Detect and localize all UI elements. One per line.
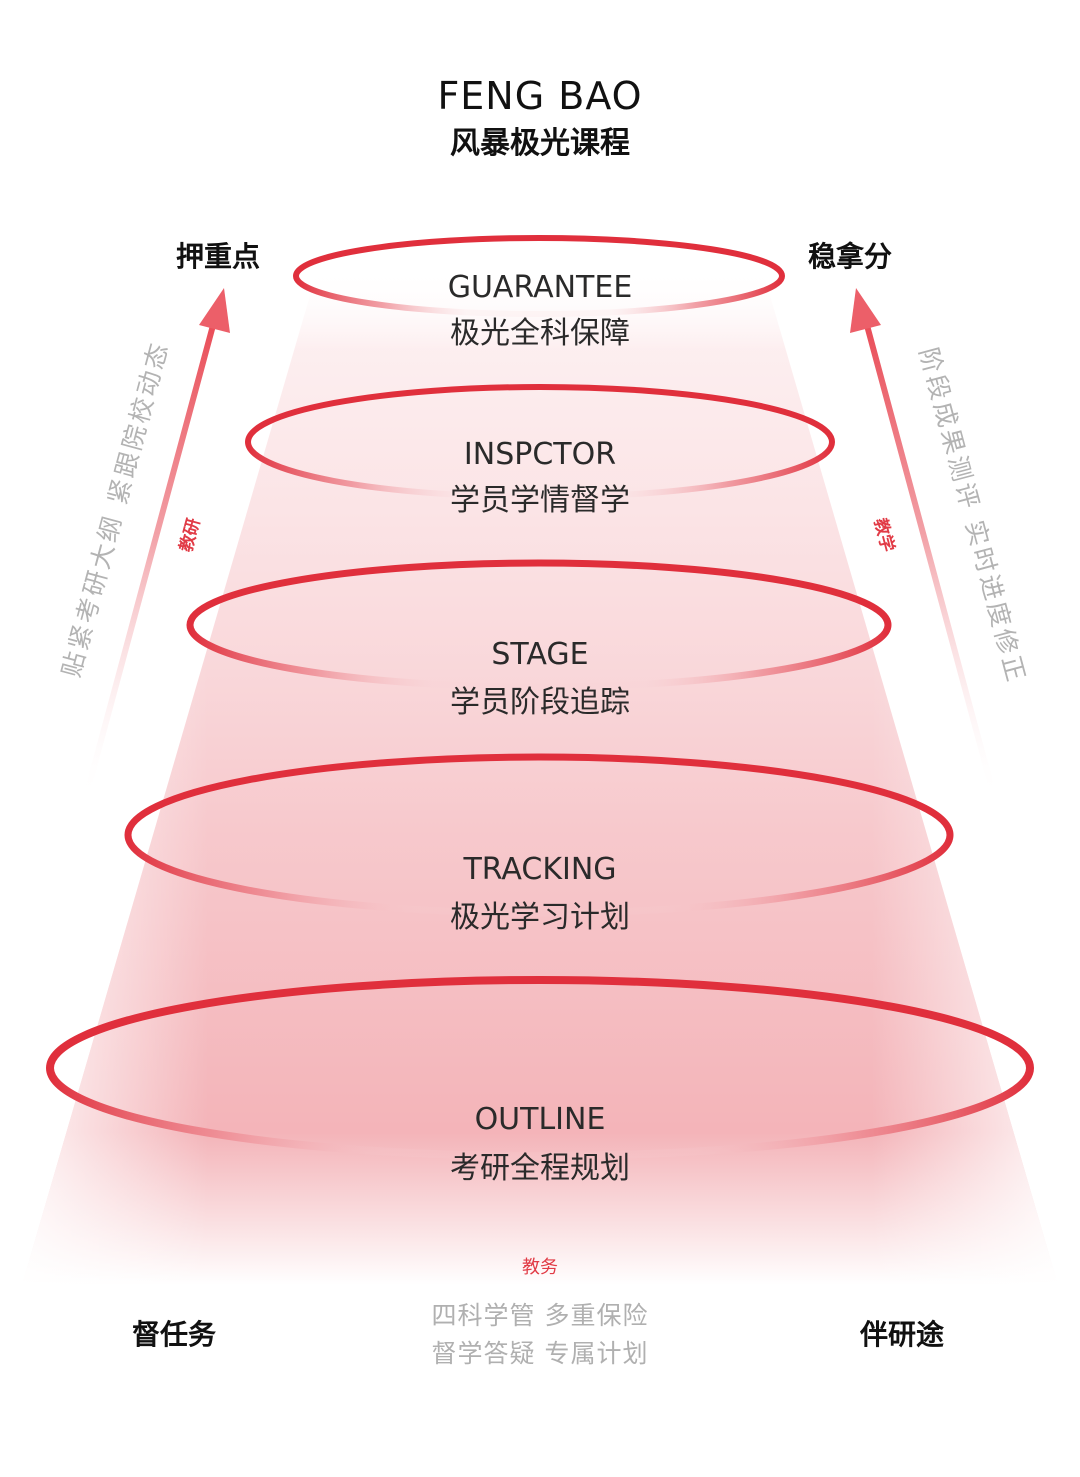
title-english: FENG BAO: [437, 74, 643, 118]
label-bottom-left: 督任务: [132, 1318, 217, 1351]
tier-outline-cn: 考研全程规划: [450, 1151, 630, 1186]
bottom-tag: 教务: [522, 1257, 558, 1278]
title-chinese: 风暴极光课程: [450, 126, 630, 161]
right-arrow: [850, 288, 998, 803]
ring-outline: [46, 976, 1034, 1160]
bottom-line-2: 督学答疑 专属计划: [431, 1339, 649, 1368]
tier-stage-en: STAGE: [491, 637, 589, 672]
tier-tracking-en: TRACKING: [463, 852, 617, 887]
bottom-line-1: 四科学管 多重保险: [431, 1301, 649, 1330]
ring-inspctor: [245, 384, 835, 500]
ring-tracking: [124, 753, 954, 917]
label-top-left: 押重点: [176, 240, 261, 273]
label-bottom-right: 伴研途: [860, 1318, 945, 1351]
tier-tracking-cn: 极光学习计划: [450, 900, 630, 935]
label-top-right: 稳拿分: [808, 240, 893, 273]
ring-guarantee: [293, 235, 785, 317]
tier-guarantee-en: GUARANTEE: [447, 270, 633, 305]
tier-inspctor-cn: 学员学情督学: [450, 483, 630, 518]
ring-stage: [186, 559, 892, 691]
tier-inspctor-en: INSPCTOR: [463, 437, 617, 472]
tier-outline-en: OUTLINE: [474, 1102, 606, 1137]
tier-guarantee-cn: 极光全科保障: [450, 316, 630, 351]
left-arrow: [82, 288, 230, 803]
tier-stage-cn: 学员阶段追踪: [450, 685, 630, 720]
light-beam-edge-fade: [22, 268, 1058, 1285]
